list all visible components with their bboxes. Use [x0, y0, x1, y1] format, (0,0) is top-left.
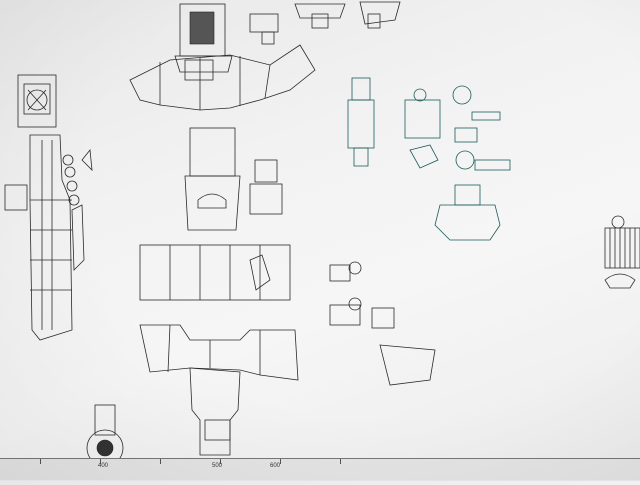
chest-plate-upper[interactable] — [139, 244, 291, 301]
cockpit-box[interactable] — [17, 74, 57, 128]
shoulder-tab-left[interactable] — [249, 13, 279, 45]
teal-hand-piece[interactable] — [434, 184, 501, 241]
ruler-tick — [280, 459, 281, 464]
teal-arm-parts[interactable] — [347, 77, 511, 171]
ruler-tick — [220, 459, 221, 464]
ruler-label-400: 400 — [98, 463, 109, 469]
ruler-tick — [40, 459, 41, 464]
foot-stand[interactable] — [86, 367, 241, 467]
tower-head-piece[interactable] — [174, 3, 233, 73]
ribbed-cylinder[interactable] — [604, 215, 640, 289]
ruler-label-500: 500 — [212, 463, 223, 469]
ruler-tick — [160, 459, 161, 464]
torso-arm-assembly[interactable] — [129, 44, 316, 111]
shoulder-tab-center[interactable] — [294, 3, 346, 29]
ruler-tick — [340, 459, 341, 464]
shoulder-tab-right[interactable] — [359, 1, 401, 29]
gear-parts[interactable] — [62, 148, 93, 206]
chest-plate-lower[interactable] — [139, 324, 299, 381]
ruler-tick — [100, 459, 101, 464]
leg-column[interactable] — [4, 134, 85, 341]
bottom-ruler: 400 500 600 — [0, 458, 640, 481]
hip-box[interactable] — [184, 127, 283, 231]
small-cylinder-parts[interactable] — [329, 261, 436, 386]
ruler-label-600: 600 — [270, 463, 281, 469]
